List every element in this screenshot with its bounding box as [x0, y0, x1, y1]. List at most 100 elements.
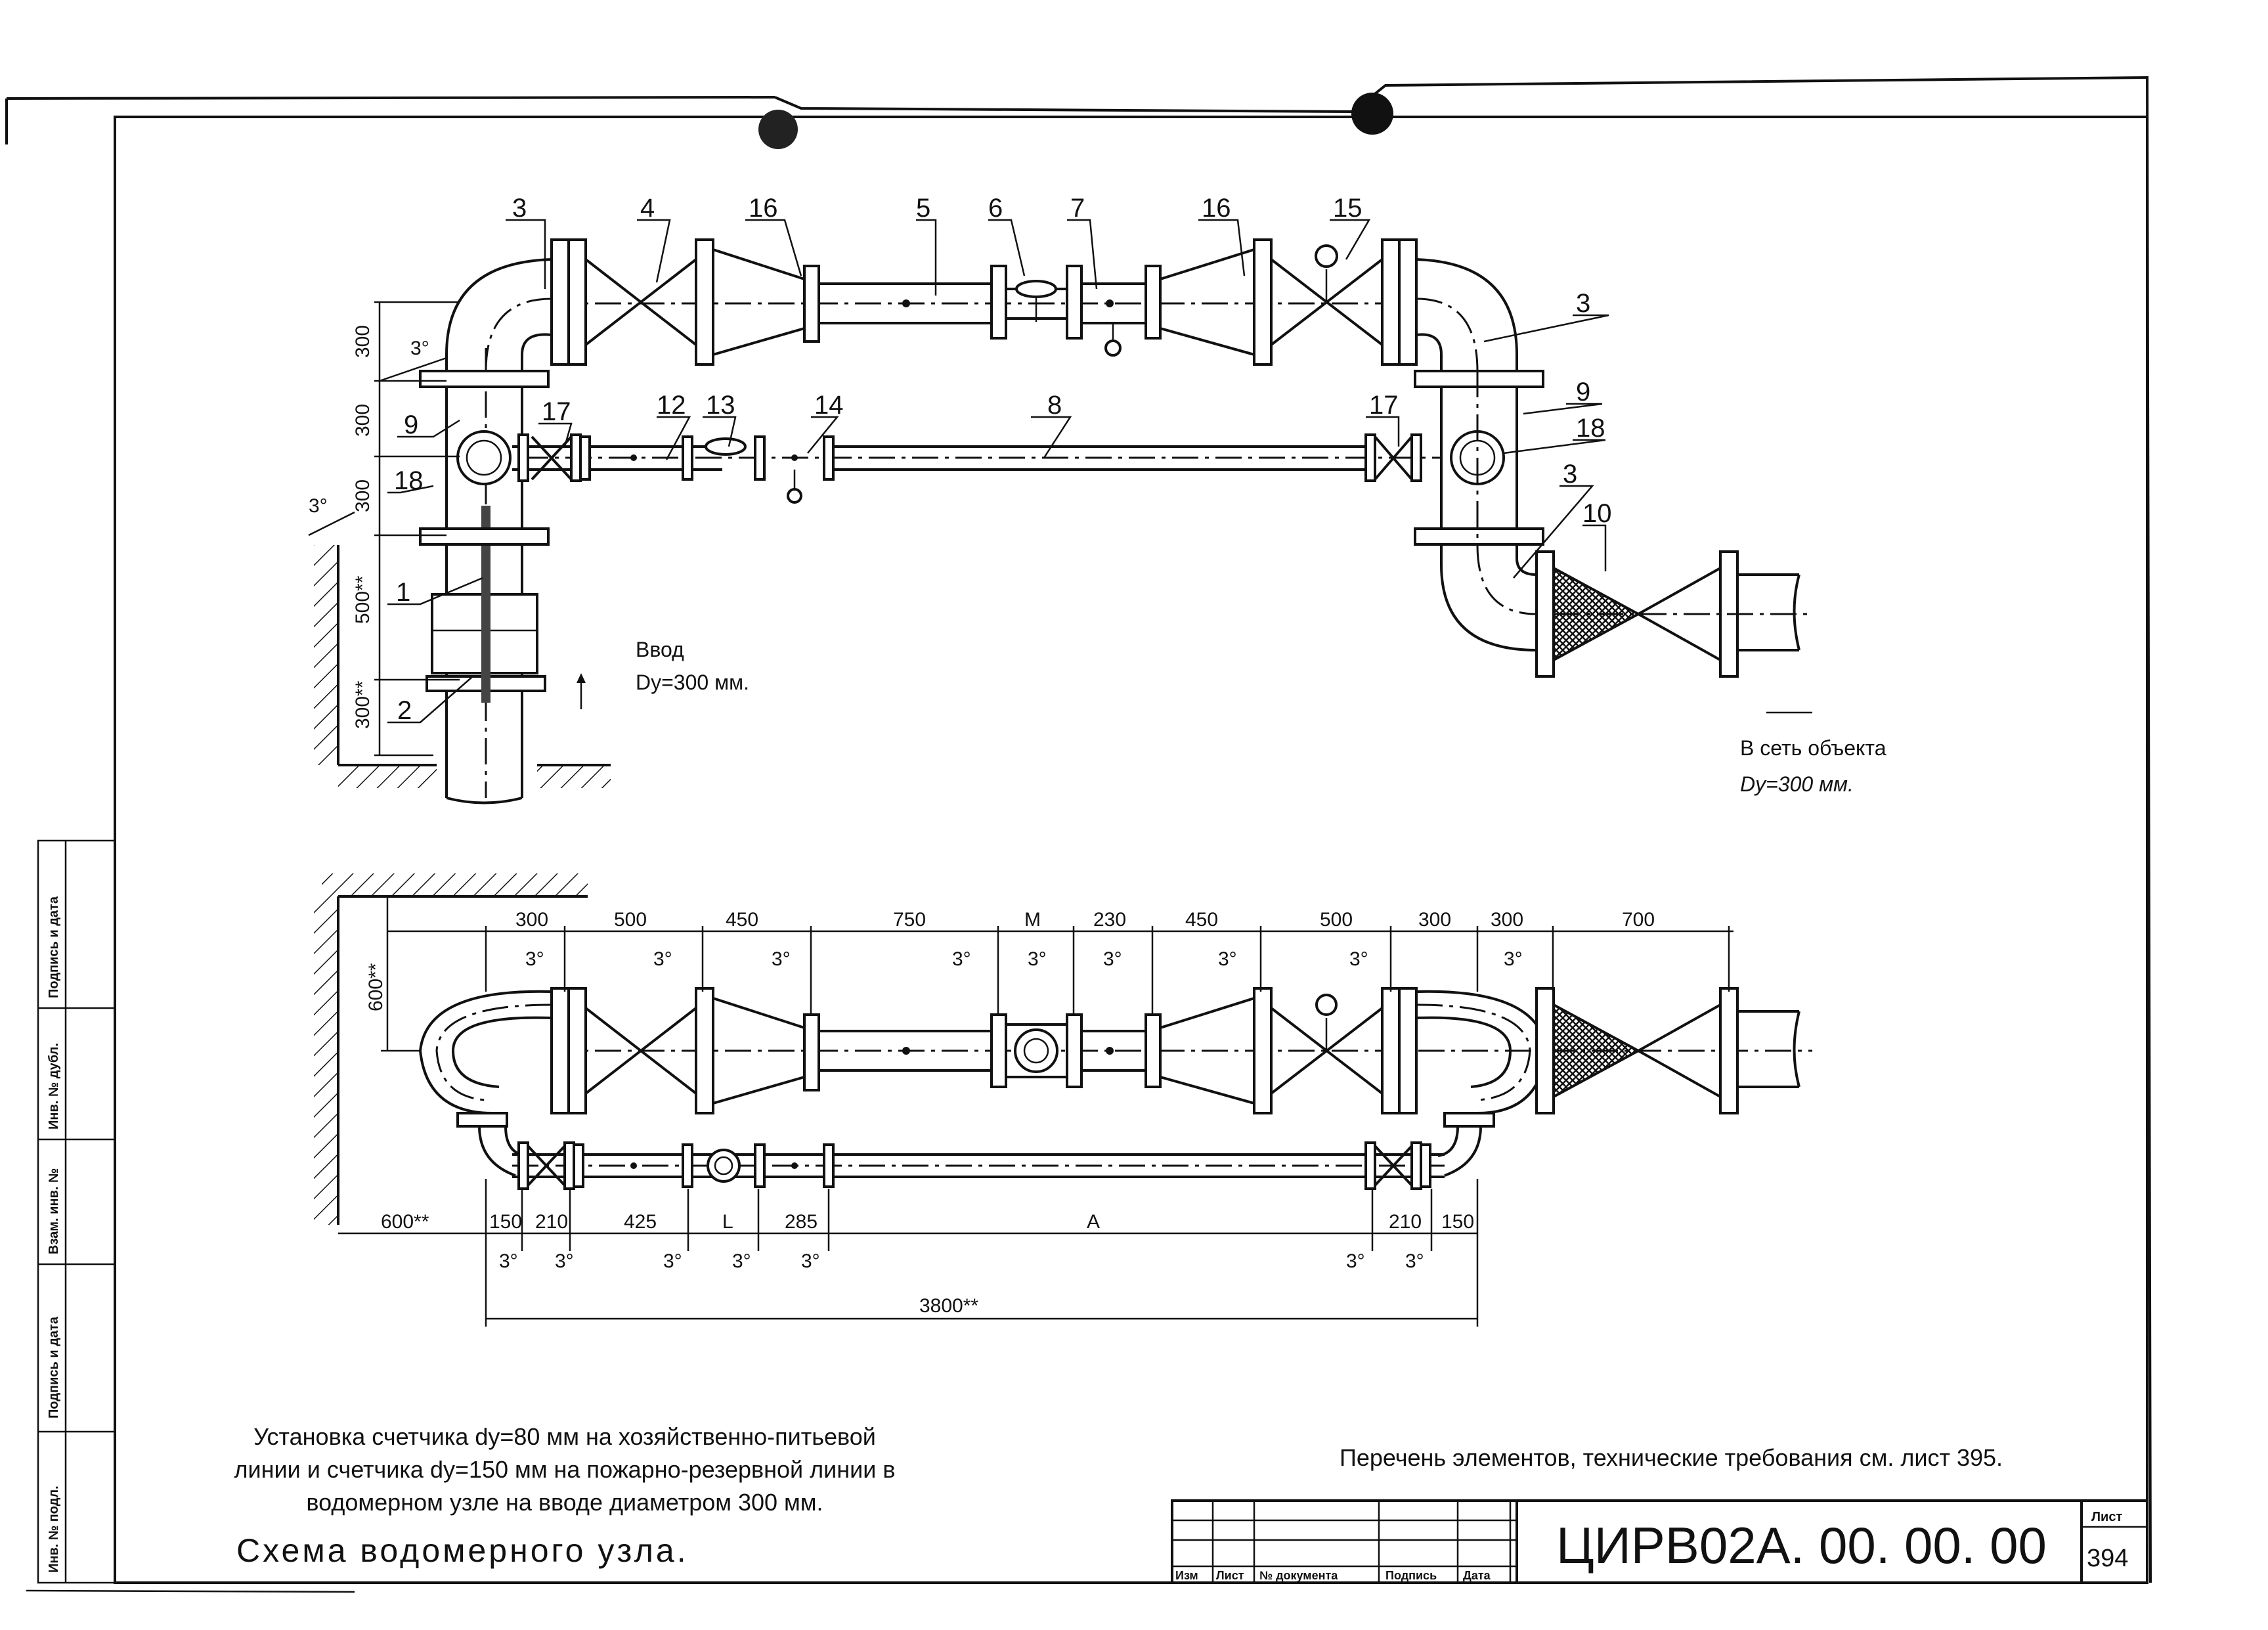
caption-line: водомерном узле на вводе диаметром 300 м…: [306, 1489, 823, 1516]
slope-mark: 3°: [1218, 948, 1237, 970]
slope-mark: 3°: [499, 1250, 518, 1272]
dim: A: [1087, 1211, 1100, 1233]
drawing-caption: Установка счетчика dy=80 мм на хозяйстве…: [234, 1423, 896, 1516]
callout-4: 4: [640, 194, 655, 223]
stamp-header: № документа: [1259, 1569, 1338, 1582]
title-block: [1171, 1499, 2148, 1584]
note: Перечень элементов, технические требован…: [1340, 1444, 2003, 1471]
stamp-label: Инв. № подл.: [47, 1486, 61, 1573]
dim: L: [722, 1211, 733, 1233]
dim: M: [1024, 909, 1041, 931]
sheet-label: Лист: [2091, 1510, 2122, 1524]
elevation-dimensions: 300 300 300 500** 300** 3° 3°: [309, 325, 429, 729]
dim: 210: [1389, 1211, 1422, 1233]
dim: 425: [624, 1211, 657, 1233]
document-code: ЦИРВ02А. 00. 00. 00: [1556, 1516, 2047, 1574]
stamp-label: Взам. инв. №: [47, 1168, 61, 1254]
dim: 450: [1185, 909, 1218, 931]
caption-line: Установка счетчика dy=80 мм на хозяйстве…: [253, 1423, 876, 1450]
elevation-view: [308, 219, 1812, 804]
dim-total: 3800**: [919, 1295, 978, 1317]
slope-mark: 3°: [1504, 948, 1523, 970]
slope-mark: 3°: [555, 1250, 574, 1272]
outlet-diameter: Dy=300 мм.: [1740, 772, 1854, 796]
slope-mark: 3°: [1405, 1250, 1424, 1272]
callout-18: 18: [1576, 414, 1605, 443]
callout-16: 16: [1202, 194, 1231, 223]
slope-mark: 3°: [525, 948, 544, 970]
dim: 750: [893, 909, 926, 931]
side-stamp-labels: Подпись и дата Инв. № дубл. Взам. инв. №…: [47, 896, 61, 1573]
dim: 300: [1418, 909, 1451, 931]
slope-mark: 3°: [1103, 948, 1122, 970]
slope-mark: 3°: [653, 948, 672, 970]
sheet-number: 394: [2087, 1545, 2128, 1572]
callout-12: 12: [657, 391, 686, 420]
slope-mark: 3°: [309, 495, 328, 517]
slope-mark: 3°: [801, 1250, 820, 1272]
stamp-label: Подпись и дата: [47, 896, 61, 998]
callout-10: 10: [1582, 499, 1612, 528]
callout-17: 17: [542, 397, 571, 426]
callout-numbers: 3 4 16 5 6 7 16 15 3 9 17 12 13 14 8 17 …: [394, 194, 1612, 725]
slope-mark: 3°: [1346, 1250, 1365, 1272]
outlet-label: В сеть объекта: [1740, 736, 1886, 760]
stamp-header: Лист: [1216, 1569, 1244, 1582]
dim: 700: [1622, 909, 1655, 931]
side-stamp-table: [37, 839, 116, 1584]
dim-300: 300: [352, 404, 374, 437]
callout-14: 14: [814, 391, 844, 420]
stamp-headers: Изм Лист № документа Подпись Дата: [1175, 1569, 1491, 1582]
dim: 500: [1320, 909, 1353, 931]
dim: 210: [535, 1211, 568, 1233]
stamp-header: Подпись: [1385, 1569, 1437, 1582]
dim: 230: [1093, 909, 1126, 931]
callout-3: 3: [512, 194, 527, 223]
slope-mark: 3°: [1028, 948, 1047, 970]
stamp-header: Дата: [1463, 1569, 1491, 1582]
callout-3: 3: [1576, 289, 1590, 318]
dim-500: 500**: [352, 575, 374, 624]
slope-mark: 3°: [410, 338, 429, 359]
stamp-label: Подпись и дата: [47, 1316, 61, 1419]
slope-mark: 3°: [663, 1250, 682, 1272]
magnet-dot: [758, 110, 798, 149]
callout-15: 15: [1333, 194, 1363, 223]
callout-18: 18: [394, 466, 424, 495]
callout-8: 8: [1047, 391, 1062, 420]
dim: 450: [726, 909, 758, 931]
dim: 150: [1441, 1211, 1474, 1233]
slope-mark: 3°: [772, 948, 791, 970]
drawing-title: Схема водомерного узла.: [236, 1532, 689, 1569]
dim: 150: [489, 1211, 522, 1233]
callout-1: 1: [396, 578, 410, 607]
dim: 300: [1491, 909, 1523, 931]
dim: 500: [614, 909, 647, 931]
callout-13: 13: [706, 391, 735, 420]
dim-300: 300: [352, 479, 374, 512]
inlet-label: Ввод: [636, 638, 684, 661]
dim: 285: [785, 1211, 818, 1233]
caption-line: линии и счетчика dy=150 мм на пожарно-ре…: [234, 1456, 896, 1483]
slope-mark: 3°: [952, 948, 971, 970]
slope-mark: 3°: [732, 1250, 751, 1272]
dim: 600**: [381, 1211, 429, 1233]
plan-bottom-dimensions: 600** 150 210 425 L 285 A 210 150 3° 3° …: [381, 1211, 1474, 1317]
plan-view: [314, 873, 1812, 1327]
callout-2: 2: [397, 696, 412, 725]
callout-17: 17: [1369, 391, 1399, 420]
callout-3: 3: [1563, 460, 1577, 489]
callout-6: 6: [988, 194, 1003, 223]
callout-7: 7: [1070, 194, 1085, 223]
inlet-diameter: Dy=300 мм.: [636, 671, 749, 694]
magnet-dot: [1351, 93, 1393, 135]
callout-16: 16: [749, 194, 778, 223]
dim-600: 600**: [365, 963, 387, 1011]
dim-300: 300: [352, 325, 374, 358]
stamp-header: Изм: [1175, 1569, 1198, 1582]
callout-9: 9: [1576, 378, 1590, 407]
dim-300: 300**: [352, 680, 374, 729]
callout-9: 9: [404, 410, 418, 439]
stamp-label: Инв. № дубл.: [47, 1043, 61, 1130]
